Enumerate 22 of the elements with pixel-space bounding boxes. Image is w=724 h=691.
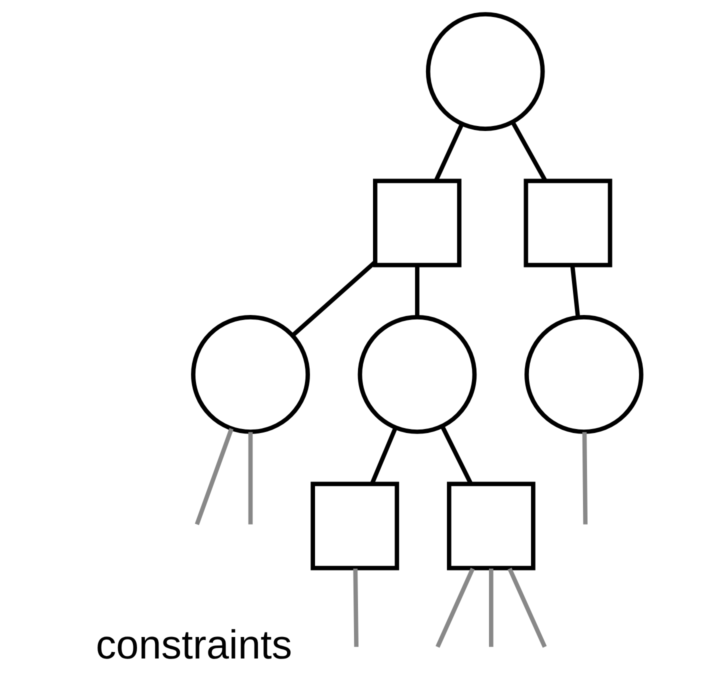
connector — [440, 425, 472, 485]
connector — [434, 123, 464, 182]
connector — [248, 432, 252, 524]
connector — [488, 568, 493, 647]
connector — [370, 427, 397, 484]
connector — [435, 568, 474, 648]
label: constraints — [95, 621, 292, 668]
connector — [414, 265, 419, 317]
node-box — [446, 482, 535, 570]
node-box — [310, 482, 399, 570]
connector — [507, 568, 546, 648]
node-box — [523, 178, 612, 268]
connector — [570, 264, 580, 318]
node-circle — [425, 12, 544, 131]
connector — [352, 568, 358, 647]
node-circle — [357, 315, 476, 434]
node-circle — [190, 315, 310, 434]
connector — [582, 432, 588, 524]
connector — [194, 428, 233, 526]
node-circle — [524, 315, 643, 434]
connector — [510, 120, 547, 182]
node-box — [372, 178, 461, 268]
